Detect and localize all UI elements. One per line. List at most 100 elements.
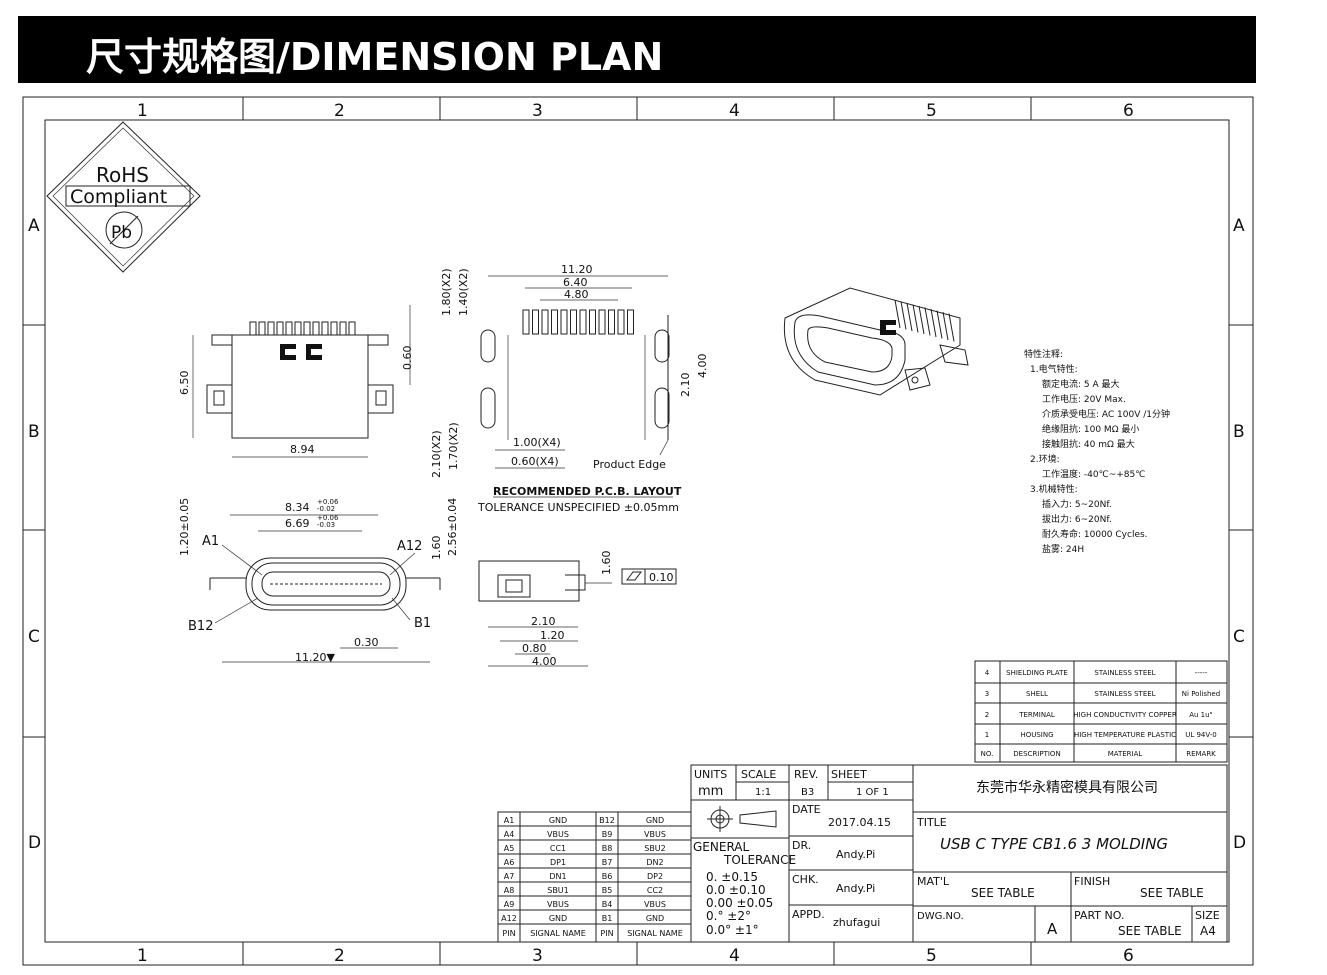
col-label: 3 bbox=[532, 946, 543, 966]
sheet-value: 1 OF 1 bbox=[856, 787, 889, 798]
row-label: B bbox=[1233, 422, 1245, 442]
pin-cell: CC2 bbox=[647, 886, 663, 895]
pin-b12-label: B12 bbox=[188, 619, 213, 634]
pcb-pad bbox=[598, 309, 606, 335]
pcb-layout-caption: RECOMMENDED P.C.B. LAYOUT bbox=[493, 485, 682, 498]
terminal-pin bbox=[894, 299, 901, 329]
bom-header: DESCRIPTION bbox=[1013, 750, 1060, 758]
dim-256: 2.56±0.04 bbox=[446, 498, 459, 556]
pb-free-icon: Pb bbox=[111, 223, 132, 243]
dim-140x2: 1.40(X2) bbox=[457, 268, 470, 316]
pin-cell: B6 bbox=[602, 872, 613, 881]
dwg-value: A bbox=[1047, 920, 1058, 938]
terminal-pin bbox=[918, 305, 925, 335]
pcb-layout-drawing: 11.20 6.40 4.80 1.80(X2) 1.40(X2) 2.10 4… bbox=[430, 263, 709, 514]
terminal-pin bbox=[906, 302, 913, 332]
chk-value: Andy.Pi bbox=[836, 882, 875, 895]
note-line: 3.机械特性: bbox=[1030, 483, 1078, 495]
spec-notes: 特性注释: 1.电气特性: 额定电流: 5 A 最大 工作电压: 20V Max… bbox=[1024, 348, 1170, 555]
dwg-label: DWG.NO. bbox=[917, 911, 964, 922]
bom-cell: STAINLESS STEEL bbox=[1094, 690, 1155, 698]
notes-header: 特性注释: bbox=[1024, 348, 1063, 360]
col-label: 4 bbox=[729, 946, 740, 966]
projection-symbol-icon bbox=[707, 806, 777, 832]
col-label: 5 bbox=[926, 946, 937, 966]
part-label: PART NO. bbox=[1074, 909, 1124, 922]
column-ticks bbox=[23, 97, 1253, 965]
dim-640: 6.40 bbox=[563, 276, 588, 289]
row-label: D bbox=[28, 833, 41, 853]
row-labels: A B C D A B C D bbox=[28, 216, 1246, 853]
scale-label: SCALE bbox=[741, 768, 776, 781]
finish-label: FINISH bbox=[1074, 875, 1110, 888]
note-line: 插入力: 5~20Nf. bbox=[1042, 498, 1112, 510]
pin-cell: CC1 bbox=[550, 844, 566, 853]
dim-030: 0.30 bbox=[354, 636, 379, 649]
terminal-pin bbox=[936, 310, 943, 339]
pcb-pad bbox=[608, 309, 615, 335]
pin-cell: DN2 bbox=[646, 858, 663, 867]
pcb-pad bbox=[522, 309, 530, 335]
pin-cell: VBUS bbox=[644, 830, 666, 839]
pin-cell: B5 bbox=[602, 886, 613, 895]
terminal-pin bbox=[303, 321, 311, 336]
terminal-pin bbox=[900, 301, 907, 330]
terminal-pin bbox=[276, 321, 284, 336]
col-label: 6 bbox=[1123, 101, 1134, 121]
dim-1120-front: 11.20▼ bbox=[295, 651, 335, 664]
tol-line: 0.0° ±1° bbox=[706, 923, 759, 937]
note-line: 接触阻抗: 40 mΩ 最大 bbox=[1042, 438, 1135, 450]
terminal-pin bbox=[267, 321, 275, 336]
chk-label: CHK. bbox=[792, 873, 819, 886]
bom-cell: UL 94V-0 bbox=[1185, 731, 1217, 739]
dim-side-120: 1.20 bbox=[540, 629, 565, 642]
row-label: D bbox=[1233, 833, 1246, 853]
pin-b1-label: B1 bbox=[414, 616, 431, 631]
date-value: 2017.04.15 bbox=[828, 816, 891, 829]
pcb-pad bbox=[627, 309, 634, 335]
pin-cell: DP2 bbox=[647, 872, 663, 881]
terminal-pin bbox=[321, 321, 329, 336]
dr-value: Andy.Pi bbox=[836, 848, 875, 861]
pin-cell: B4 bbox=[602, 900, 613, 909]
tol-line: 0. ±0.15 bbox=[706, 870, 758, 884]
pin-cell: B7 bbox=[602, 858, 613, 867]
pin-cell: A12 bbox=[501, 914, 517, 923]
pin-cell: SBU2 bbox=[644, 844, 666, 853]
dim-650: 6.50 bbox=[178, 371, 191, 396]
dim-060x4: 0.60(X4) bbox=[511, 455, 559, 468]
dim-400: 4.00 bbox=[696, 354, 709, 379]
column-labels-top: 1 2 3 4 5 6 bbox=[137, 101, 1134, 121]
pin-cell: VBUS bbox=[547, 900, 569, 909]
tolerance-label: TOLERANCE bbox=[723, 853, 796, 867]
row-label: A bbox=[1233, 216, 1245, 236]
terminal-pin bbox=[249, 321, 257, 336]
dim-669-tol-dn: -0.03 bbox=[317, 521, 335, 529]
units-label: UNITS bbox=[694, 768, 727, 781]
bom-cell: 2 bbox=[985, 711, 989, 719]
pcb-pad bbox=[560, 309, 568, 335]
title-block: UNITS mm SCALE 1:1 REV. B3 SHEET 1 OF 1 … bbox=[690, 764, 1228, 943]
note-line: 拔出力: 6~20Nf. bbox=[1042, 513, 1112, 525]
front-view-drawing: 8.34 +0.06 -0.02 6.69 +0.06 -0.03 1.20±0… bbox=[178, 498, 459, 664]
note-line: 额定电流: 5 A 最大 bbox=[1042, 378, 1120, 390]
pcb-pad bbox=[541, 309, 549, 335]
banner-title: 尺寸规格图/DIMENSION PLAN bbox=[86, 35, 664, 79]
bom-header: NO. bbox=[981, 750, 994, 758]
row-label: C bbox=[1233, 627, 1245, 647]
isometric-view bbox=[783, 287, 969, 396]
appd-value: zhufagui bbox=[833, 916, 880, 929]
bom-header: REMARK bbox=[1186, 750, 1216, 758]
terminal-pin bbox=[339, 321, 347, 336]
terminal-pin bbox=[294, 321, 302, 336]
dim-180x2: 1.80(X2) bbox=[440, 268, 453, 316]
pcb-pad bbox=[570, 309, 577, 335]
dim-100x4: 1.00(X4) bbox=[513, 436, 561, 449]
row-label: A bbox=[28, 216, 40, 236]
pin-cell: B9 bbox=[602, 830, 613, 839]
pin-a12-label: A12 bbox=[397, 539, 422, 554]
sheet-label: SHEET bbox=[831, 768, 867, 781]
date-label: DATE bbox=[792, 803, 821, 816]
